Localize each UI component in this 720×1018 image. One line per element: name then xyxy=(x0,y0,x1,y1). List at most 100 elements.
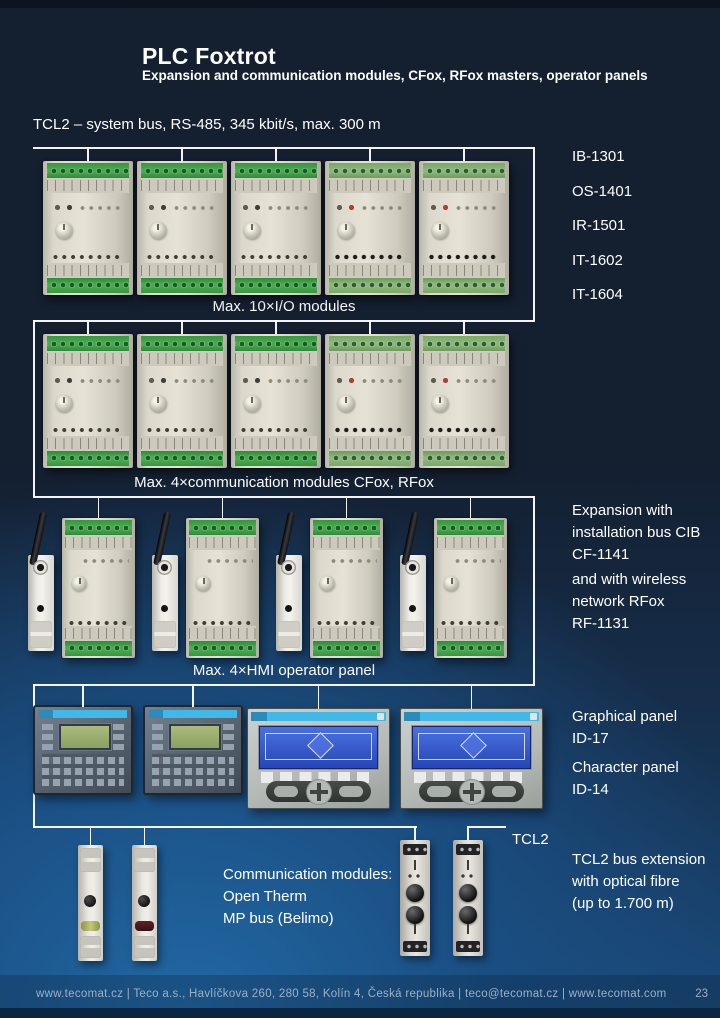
terminal-strip-bottom xyxy=(141,436,223,466)
adjust-knob xyxy=(138,895,150,907)
graphical-panel-label: Graphical panel ID-17 xyxy=(572,706,677,750)
marker xyxy=(467,860,469,870)
io-led-row xyxy=(80,205,124,211)
io-module xyxy=(43,320,133,468)
antenna-base xyxy=(405,560,420,575)
address-knob xyxy=(432,222,449,239)
status-led xyxy=(285,605,292,612)
antenna-base xyxy=(33,560,48,575)
rfox-wireless-module xyxy=(400,511,426,651)
terminal-strip-bottom xyxy=(235,436,317,466)
io-led-row-bottom xyxy=(429,254,499,260)
text-line: Character panel xyxy=(572,759,679,776)
bus-drop-left-1 xyxy=(33,320,35,497)
terminal-strip-top xyxy=(235,163,317,193)
keypad xyxy=(152,754,234,786)
error-led xyxy=(349,205,354,210)
error-led xyxy=(67,205,72,210)
io-led-row-bottom xyxy=(147,427,217,433)
page-subtitle: Expansion and communication modules, CFo… xyxy=(142,68,648,83)
rfox-wireless-module xyxy=(276,511,302,651)
run-led xyxy=(431,205,436,210)
status-leds xyxy=(461,874,476,878)
fibre-connector xyxy=(406,906,424,924)
bus-line-io-row1 xyxy=(33,147,535,149)
side-keys-left xyxy=(152,722,163,750)
bus-drop-right-2 xyxy=(533,496,535,685)
terminal-strip-top xyxy=(329,163,411,193)
run-led xyxy=(431,378,436,383)
terminal-strip-top xyxy=(437,520,504,550)
status-led-row xyxy=(83,558,129,564)
text-line: Communication modules: xyxy=(223,866,393,883)
hmi-group-label: Max. 4×HMI operator panel xyxy=(192,662,376,679)
graphic-lcd xyxy=(412,726,531,769)
arrow-pad xyxy=(458,779,485,805)
io-led-row-bottom xyxy=(335,427,405,433)
graphic-lcd xyxy=(259,726,378,769)
text-line: and with wireless xyxy=(572,571,687,588)
indicator-row xyxy=(317,620,377,626)
lcd-display xyxy=(59,724,111,750)
io-module xyxy=(231,147,321,295)
io-led-row-bottom xyxy=(241,254,311,260)
rotary-selector xyxy=(320,576,335,591)
run-led xyxy=(243,205,248,210)
bus-line-io-row2 xyxy=(33,320,535,322)
terminal-strip-top xyxy=(47,163,129,193)
function-keys xyxy=(261,772,376,783)
comm-module-pair xyxy=(152,496,259,658)
indicator-row xyxy=(193,620,253,626)
text-line: Open Therm xyxy=(223,888,307,905)
io-module-row-2 xyxy=(43,320,509,468)
bus-line-hmi-row xyxy=(33,684,535,686)
mp-bus-module xyxy=(132,826,157,961)
function-keys xyxy=(414,772,529,783)
terminal-block xyxy=(154,621,176,648)
terminal-strip-top xyxy=(141,163,223,193)
io-led-row xyxy=(456,205,500,211)
comm-module-pair xyxy=(400,496,507,658)
io-led-row-bottom xyxy=(429,427,499,433)
text-line: ID-17 xyxy=(572,730,609,747)
keypad xyxy=(42,754,124,786)
terminal-strip-top xyxy=(423,336,505,366)
io-led-row xyxy=(268,378,312,384)
fiber-extension-module xyxy=(453,826,483,956)
tcl2-bus-label: TCL2 – system bus, RS-485, 345 kbit/s, m… xyxy=(33,116,381,133)
text-line: RF-1131 xyxy=(572,615,630,632)
io-led-row xyxy=(174,378,218,384)
brand-strip xyxy=(149,710,237,718)
cfox-master-module xyxy=(434,496,507,658)
label-window xyxy=(135,921,154,931)
error-led xyxy=(255,378,260,383)
run-led xyxy=(55,205,60,210)
terminal-block-top xyxy=(134,848,155,872)
io-module xyxy=(325,147,415,295)
side-keys-right xyxy=(113,722,124,750)
address-knob xyxy=(338,222,355,239)
cfox-master-module xyxy=(62,496,135,658)
error-led xyxy=(443,205,448,210)
bus-line-comm-row xyxy=(33,496,535,498)
brand-strip xyxy=(39,710,127,718)
side-keys-left xyxy=(42,722,53,750)
terminal-strip-top xyxy=(329,336,411,366)
run-led xyxy=(55,378,60,383)
model-label: OS-1401 xyxy=(572,182,633,200)
io-led-row-bottom xyxy=(147,254,217,260)
antenna-base xyxy=(281,560,296,575)
status-led-row xyxy=(331,558,377,564)
error-led xyxy=(443,378,448,383)
antenna-rod xyxy=(153,511,172,566)
terminal-strip-bottom xyxy=(65,626,132,656)
status-leds xyxy=(408,874,423,878)
footer-band xyxy=(0,975,720,1008)
terminal-block-bottom xyxy=(80,936,101,958)
run-led xyxy=(243,378,248,383)
terminal-strip-top xyxy=(141,336,223,366)
terminal-cap-bottom xyxy=(456,941,480,952)
terminal-strip-bottom xyxy=(423,436,505,466)
terminal-block xyxy=(278,621,300,648)
antenna-rod xyxy=(401,511,420,566)
